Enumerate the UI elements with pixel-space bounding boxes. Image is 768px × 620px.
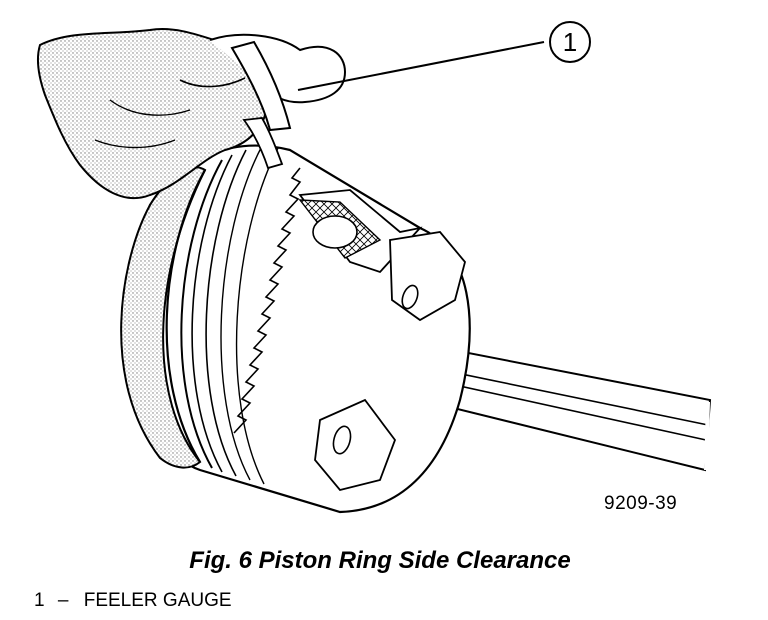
callout-1: 1 (297, 21, 591, 91)
callout-number: 1 (563, 27, 577, 57)
figure-caption-text: Fig. 6 Piston Ring Side Clearance (189, 547, 571, 574)
legend-separator: – (57, 590, 69, 611)
piston-ring-clearance-illustration: 1 (36, 21, 712, 514)
legend-item: 1 – FEELER GAUGE (34, 590, 232, 612)
legend-label: FEELER GAUGE (83, 590, 232, 611)
legend-number: 1 (34, 590, 45, 611)
piston-body (120, 144, 471, 514)
feeler-gauge (230, 40, 292, 170)
hand (36, 28, 347, 200)
figure-code: 9209-39 (604, 493, 678, 514)
figure-caption: Fig. 6 Piston Ring Side Clearance (0, 547, 768, 575)
